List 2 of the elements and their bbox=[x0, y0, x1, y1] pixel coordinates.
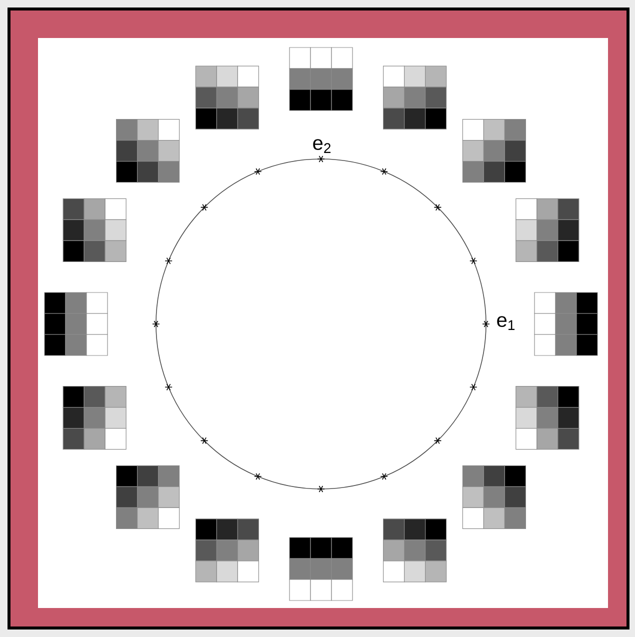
axis-label: e$_{1}$ bbox=[497, 316, 515, 330]
axis-label: e$_{2}$ bbox=[313, 139, 330, 153]
